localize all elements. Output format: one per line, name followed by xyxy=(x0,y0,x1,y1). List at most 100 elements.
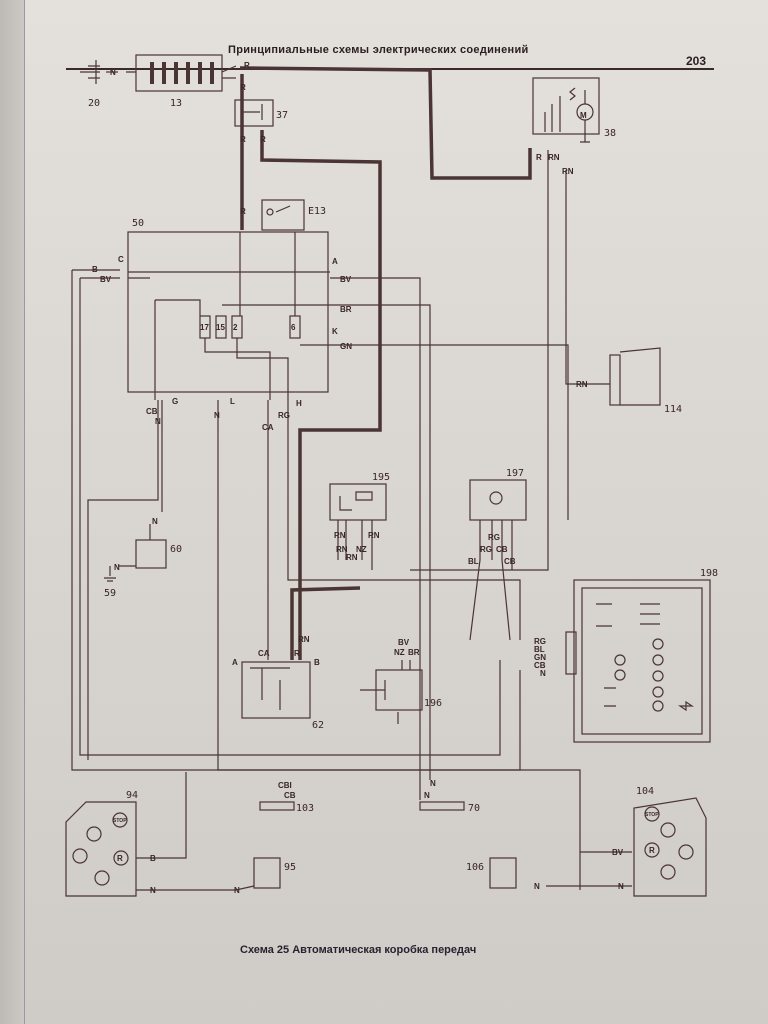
component-103 xyxy=(259,801,295,811)
wire-label: R xyxy=(260,135,266,144)
wire-label: CB xyxy=(534,661,546,670)
component-198 xyxy=(565,579,711,743)
wire-label: N xyxy=(430,779,436,788)
wire-label: N xyxy=(152,517,158,526)
component-106 xyxy=(489,857,517,889)
label-13: 13 xyxy=(170,98,182,109)
connector-h: H xyxy=(296,399,302,408)
wire-label: RG xyxy=(480,545,492,554)
connector-g: G xyxy=(172,397,178,406)
stop-lamp-104: STOP xyxy=(645,812,659,818)
wire-label: NZ xyxy=(356,545,367,554)
connector-k: K xyxy=(332,327,338,336)
connector-c: C xyxy=(118,255,124,264)
component-114 xyxy=(609,347,661,406)
label-62: 62 xyxy=(312,720,324,731)
reverse-lamp-94: R xyxy=(117,854,123,863)
wire-label: BR xyxy=(340,305,352,314)
component-60 xyxy=(104,524,167,582)
label-106: 106 xyxy=(466,862,484,873)
wire-r-13-38 xyxy=(239,66,532,180)
wire-label: BL xyxy=(534,645,545,654)
label-104: 104 xyxy=(636,786,654,797)
label-103: 103 xyxy=(296,803,314,814)
wire-label: N xyxy=(150,886,156,895)
component-196 xyxy=(360,660,423,724)
component-e13 xyxy=(261,199,305,231)
wire-label: BV xyxy=(100,275,112,284)
page-number: 203 xyxy=(686,54,707,68)
label-198: 198 xyxy=(700,568,718,579)
component-50 xyxy=(71,231,581,890)
wire-label: BV xyxy=(612,848,624,857)
wire-label: CA xyxy=(262,423,274,432)
wire-r-37-62 xyxy=(260,130,382,660)
figure-caption: Схема 25 Автоматическая коробка передач xyxy=(240,944,477,956)
wire-label: RN xyxy=(368,531,380,540)
wire-label: N xyxy=(424,791,430,800)
wire-rn-38-195 xyxy=(410,150,549,571)
wire-label: BR xyxy=(408,648,420,657)
wire-label: CB xyxy=(504,557,516,566)
wire-label: B xyxy=(92,265,98,274)
wire-label: BL xyxy=(468,557,479,566)
component-37 xyxy=(234,99,274,127)
label-70: 70 xyxy=(468,803,480,814)
wire-label: CA xyxy=(258,649,270,658)
wire-rn-195-62 xyxy=(290,586,361,660)
wire-label: CB xyxy=(284,791,296,800)
wire-label: RN xyxy=(298,635,310,644)
label-60: 60 xyxy=(170,544,182,555)
wire-label: N xyxy=(110,68,116,77)
wire-label: N xyxy=(540,669,546,678)
label-50: 50 xyxy=(132,218,144,229)
wire-label: RG xyxy=(488,533,500,542)
label-94: 94 xyxy=(126,790,138,801)
component-13 xyxy=(126,54,237,92)
connector-a: A xyxy=(332,257,338,266)
wire-label: NZ xyxy=(394,648,405,657)
wire-label: GN xyxy=(340,342,352,351)
wire-label: N xyxy=(618,882,624,891)
wire-label: R xyxy=(536,153,542,162)
component-195 xyxy=(329,483,387,570)
label-20: 20 xyxy=(88,98,100,109)
wire-label: R xyxy=(240,83,246,92)
wire-label: N xyxy=(234,886,240,895)
wire-label: RN xyxy=(576,380,588,389)
pin-2: 2 xyxy=(233,323,238,332)
stop-lamp-94: STOP xyxy=(113,818,127,824)
wire-label: CBI xyxy=(278,781,292,790)
wire-label: RN xyxy=(548,153,560,162)
wire-label: CB xyxy=(146,407,158,416)
connector-l: L xyxy=(230,397,235,406)
component-38 xyxy=(532,77,600,143)
wire-label: BV xyxy=(398,638,410,647)
label-59: 59 xyxy=(104,588,116,599)
label-e13: E13 xyxy=(308,206,326,217)
wire-label: N xyxy=(114,563,120,572)
pin-17: 17 xyxy=(200,323,209,332)
wire-label: R xyxy=(240,135,246,144)
wire-label: RN xyxy=(346,553,358,562)
wire-label: R xyxy=(294,649,300,658)
lamps xyxy=(614,638,664,712)
label-95: 95 xyxy=(284,862,296,873)
label-37: 37 xyxy=(276,110,288,121)
book-page xyxy=(24,0,768,1024)
wire-label: RN xyxy=(562,167,574,176)
reverse-lamp-104: R xyxy=(649,846,655,855)
label-114: 114 xyxy=(664,404,682,415)
connector-b-62: B xyxy=(314,658,320,667)
pin-15: 15 xyxy=(216,323,225,332)
wire-label: N xyxy=(155,417,161,426)
component-94 xyxy=(65,772,236,897)
wire-label: N xyxy=(534,882,540,891)
wire-label: R xyxy=(240,207,246,216)
label-196: 196 xyxy=(424,698,442,709)
wire-label: RN xyxy=(336,545,348,554)
component-104 xyxy=(546,797,707,897)
wire-label: GN xyxy=(534,653,546,662)
wire-rn-38-114 xyxy=(565,170,610,385)
connector-a-62: A xyxy=(232,658,238,667)
